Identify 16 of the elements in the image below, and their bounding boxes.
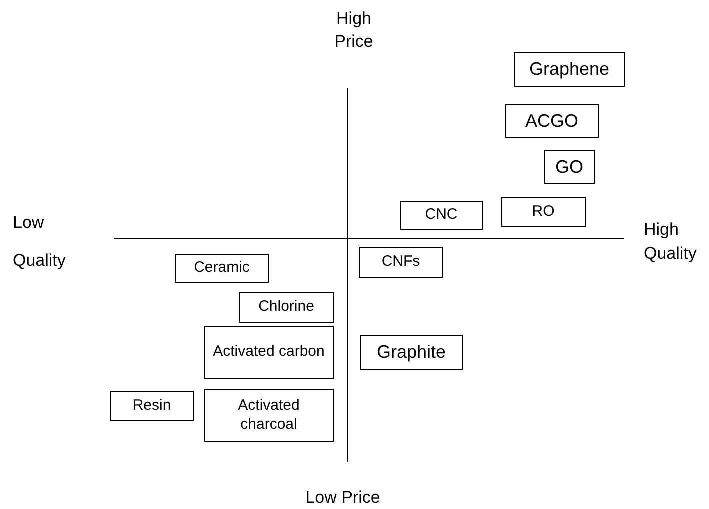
material-box: Graphene — [514, 52, 625, 87]
material-box: RO — [501, 197, 586, 227]
material-box: Ceramic — [175, 254, 269, 283]
material-box: Graphite — [360, 335, 463, 370]
axis-label: High Quality — [644, 219, 698, 265]
material-box: Activated charcoal — [204, 389, 334, 442]
material-box: Resin — [110, 391, 194, 421]
axis-label: Low Price — [304, 487, 382, 509]
material-box: CNFs — [359, 247, 443, 278]
axis-label: Low Quality — [13, 212, 67, 272]
axis-label: High Price — [334, 8, 374, 53]
material-box: ACGO — [505, 104, 599, 138]
material-box: CNC — [400, 201, 483, 230]
material-box: GO — [544, 150, 595, 184]
material-box: Chlorine — [239, 292, 334, 323]
material-box: Activated carbon — [204, 326, 334, 379]
